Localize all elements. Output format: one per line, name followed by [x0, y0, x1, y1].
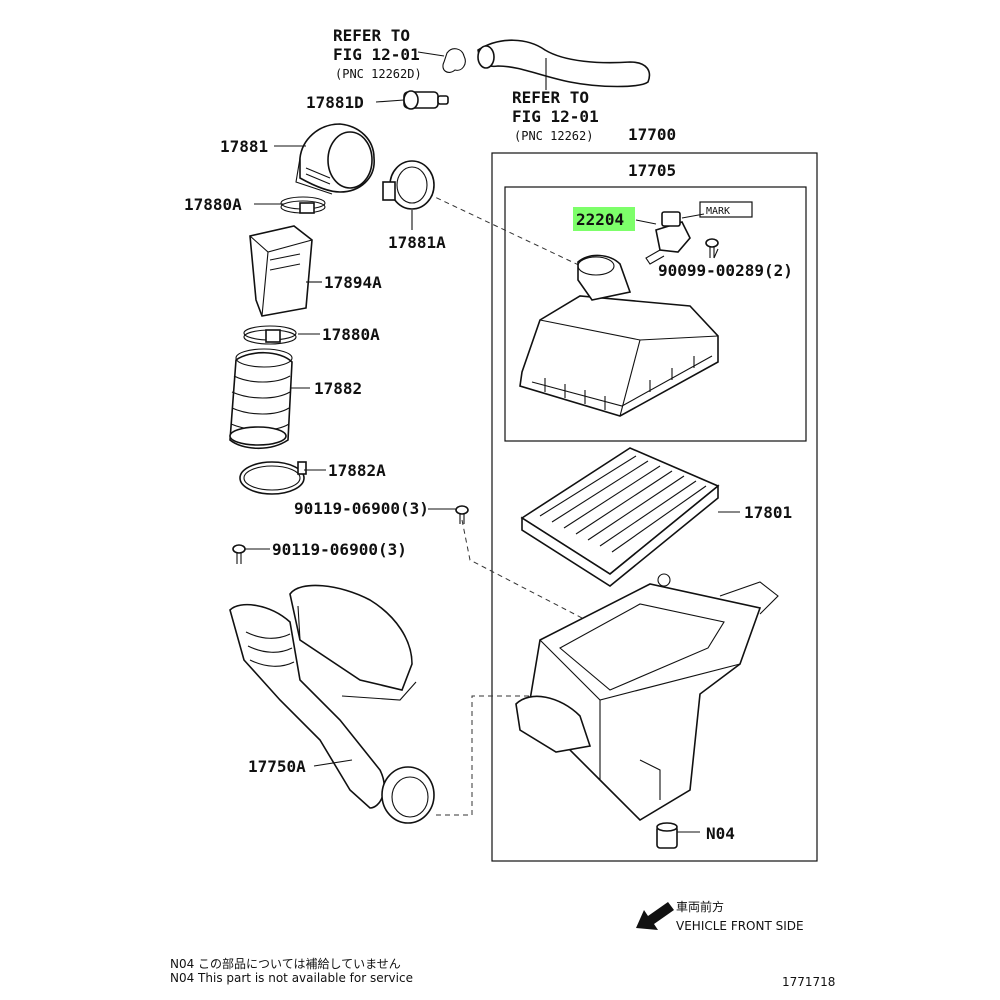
direction-en: VEHICLE FRONT SIDE [676, 919, 804, 933]
part-17881-shape [295, 123, 375, 195]
label-17801: 17801 [744, 503, 792, 522]
label-90099: 90099-00289(2) [658, 261, 793, 280]
part-17881d-shape [403, 90, 449, 110]
part-17700-case-shape [515, 573, 779, 822]
label-17881: 17881 [220, 137, 268, 156]
label-17700: 17700 [628, 125, 676, 144]
label-17881d: 17881D [306, 93, 364, 112]
label-90119-a: 90119-06900(3) [294, 499, 429, 518]
leader-lines [245, 51, 740, 833]
highlight-22204 [573, 207, 635, 231]
connection-line-screw [461, 519, 641, 649]
label-17882a: 17882A [328, 461, 386, 480]
label-n04: N04 [706, 824, 735, 843]
label-17882: 17882 [314, 379, 362, 398]
part-17882-shape [229, 348, 293, 450]
label-17750a: 17750A [248, 757, 306, 776]
figure-id: 1771718 [782, 975, 835, 989]
vehicle-front-arrow-icon [636, 902, 674, 930]
hose-12262 [477, 39, 651, 88]
screw-90099-shape [705, 238, 719, 258]
note-en: N04 This part is not available for servi… [170, 971, 413, 985]
part-17881a-shape [382, 160, 435, 210]
part-22204-sensor-shape [645, 211, 691, 265]
label-17881a: 17881A [388, 233, 446, 252]
part-17801-filter-shape [520, 447, 720, 587]
label-17880a-top: 17880A [184, 195, 242, 214]
part-n04-shape [656, 822, 678, 849]
part-17880a-mid-shape [243, 325, 297, 345]
refer-hose-line1: REFER TO [512, 88, 589, 107]
assembly-frame-17700 [491, 152, 818, 862]
refer-hose-line3: (PNC 12262) [514, 129, 593, 143]
screw-90119-a-shape [455, 505, 469, 524]
screw-90119-b-shape [232, 544, 246, 564]
label-17894a: 17894A [324, 273, 382, 292]
part-17750a-shape [229, 584, 435, 824]
part-17894a-shape [249, 225, 313, 317]
connection-line-hose-to-cap [419, 189, 586, 269]
connection-line-inlet [436, 695, 535, 816]
mark-box [699, 201, 753, 218]
part-17880a-top-shape [280, 196, 326, 214]
clip-12262d [442, 48, 466, 73]
part-17882a-shape [239, 461, 307, 495]
direction-jp: 車両前方 [676, 899, 724, 914]
label-90119-b: 90119-06900(3) [272, 540, 407, 559]
refer-top-line1: REFER TO [333, 26, 410, 45]
part-17705-cap-shape [519, 254, 719, 417]
refer-hose-line2: FIG 12-01 [512, 107, 599, 126]
refer-top-label: REFER TO FIG 12-01 (PNC 12262D) [333, 26, 422, 81]
subassembly-frame-17705 [504, 186, 807, 442]
refer-top-line2: FIG 12-01 [333, 45, 420, 64]
label-22204: 22204 [576, 210, 624, 229]
label-17880a-mid: 17880A [322, 325, 380, 344]
refer-top-line3: (PNC 12262D) [335, 67, 422, 81]
label-mark: MARK [706, 206, 730, 217]
refer-hose-label: REFER TO FIG 12-01 (PNC 12262) [512, 88, 599, 143]
hose-12262-end [477, 45, 495, 69]
note-jp: N04 この部品については補給していません [170, 956, 401, 971]
label-17705: 17705 [628, 161, 676, 180]
